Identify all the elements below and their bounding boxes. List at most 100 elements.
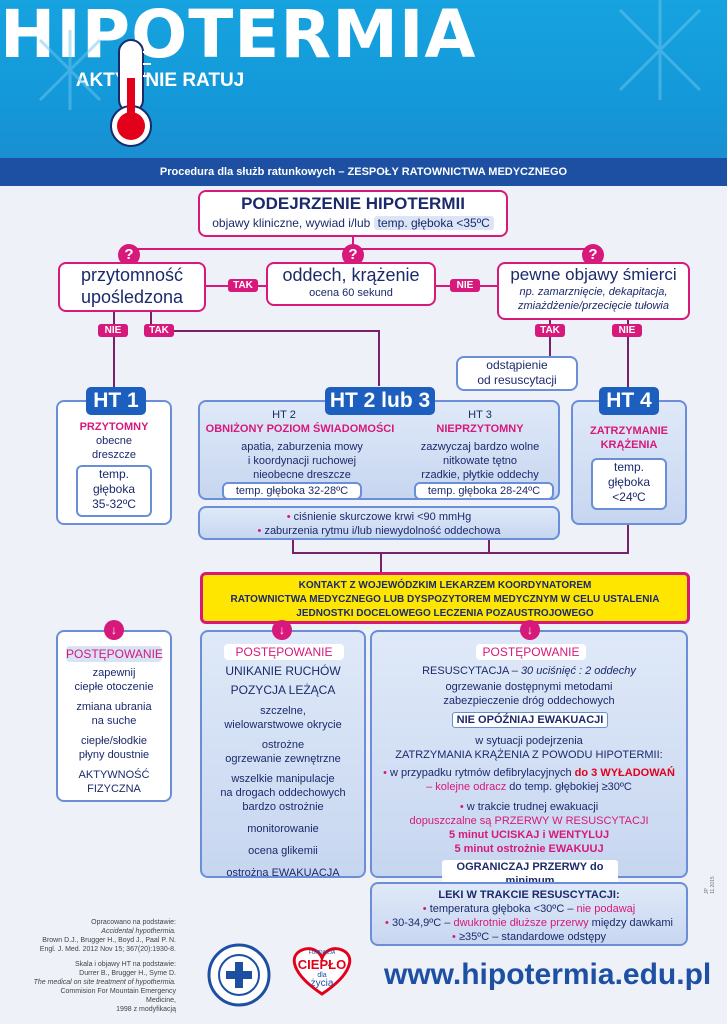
ht2-status: OBNIŻONY POZIOM ŚWIADOMOŚCI [205, 423, 395, 435]
question-icon: ? [342, 244, 364, 266]
snowflake-decoration-icon [38, 0, 702, 110]
page-subtitle: AKTYWNIE RATUJ [75, 70, 245, 91]
tak-tag: TAK [535, 324, 565, 337]
no-resuscitation-box: odstąpienie od resuscytacji [456, 356, 578, 391]
no-resus-line2: od resuscytacji [477, 373, 557, 387]
scale-title: Skala i objawy HT na podstawie: [74, 961, 176, 968]
ht4-label: HT 4 [599, 387, 659, 415]
proc2-item: ocena glikemii [248, 845, 318, 857]
contact-line1: KONTAKT Z WOJEWÓDZKIM LEKARZEM KOORDYNAT… [298, 580, 592, 591]
scale-3: Commision For Mountain Emergency Medicin… [60, 988, 176, 1004]
ht4-temp2: głęboka [607, 475, 651, 489]
scale-1: Durrer B., Brugger H., Syme D. [79, 970, 176, 977]
proc1-item: zmiana ubrania [76, 701, 152, 713]
connector-line [113, 312, 115, 388]
ht3-desc3: rzadkie, płytkie oddechy [421, 469, 539, 481]
defib-a: w przypadku rytmów defibrylacyjnych [390, 767, 572, 779]
proc1-item: płyny doustnie [78, 749, 150, 761]
ht23-label: HT 2 lub 3 [325, 387, 435, 415]
defib-d: do temp. głębokiej ≥30ºC [509, 781, 632, 793]
resus-label: RESUSCYTACJA – [422, 665, 518, 677]
ht2-temp: temp. głęboka 32-28ºC [222, 482, 362, 500]
ht1-status: PRZYTOMNY [79, 421, 149, 433]
warm1: ogrzewanie dostępnymi metodami [445, 681, 613, 693]
drugs-l2a: 30-34,9ºC – [391, 917, 451, 929]
arrow-down-icon: ↓ [520, 620, 540, 640]
procedure-bar: Procedura dla służb ratunkowych – ZESPOŁ… [0, 158, 727, 186]
website-link[interactable]: www.hipotermia.edu.pl [384, 958, 712, 991]
ht2-label: HT 2 [272, 409, 296, 421]
drugs-title: LEKI W TRAKCIE RESUSCYTACJI: [438, 889, 620, 901]
connector-line [488, 540, 490, 554]
ht1-desc1: obecne [95, 435, 133, 447]
src-3: Engl. J. Med. 2012 Nov 15; 367(20):1930-… [39, 946, 176, 953]
ht4-status1: ZATRZYMANIE [589, 425, 668, 437]
src-2: Brown D.J., Brugger H., Boyd J., Paal P.… [42, 937, 176, 944]
suspicion-title: PODEJRZENIE HIPOTERMII [241, 194, 465, 213]
question-icon: ? [118, 244, 140, 266]
breathing-question: oddech, krążenie ocena 60 sekund [266, 262, 436, 306]
proc2-item: POZYCJA LEŻĄCA [230, 683, 336, 697]
nie-tag: NIE [98, 324, 128, 337]
connector-line [150, 330, 380, 332]
ht4-box: ZATRZYMANIE KRĄŻENIA temp. głęboka <24ºC [571, 400, 687, 525]
tak-tag: TAK [228, 279, 258, 292]
arrest2: ZATRZYMANIA KRĄŻENIA Z POWODU HIPOTERMII… [395, 749, 663, 761]
side-code: JP 11.2015 [704, 876, 716, 894]
risk-factors-box: • ciśnienie skurczowe krwi <90 mmHg • za… [198, 506, 560, 540]
evac3: 5 minut UCISKAJ i WENTYLUJ [448, 829, 610, 841]
drugs-l2b: dwukrotnie dłuższe przerwy [453, 917, 589, 929]
suspicion-box: PODEJRZENIE HIPOTERMII objawy kliniczne,… [198, 190, 508, 237]
procedure-header: POSTĘPOWANIE [476, 644, 586, 660]
nie-tag: NIE [450, 279, 480, 292]
question-icon: ? [582, 244, 604, 266]
proc2-item: wszelkie manipulacje [231, 773, 335, 785]
procedure-ht2: POSTĘPOWANIE UNIKANIE RUCHÓW POZYCJA LEŻ… [200, 630, 366, 879]
proc1-item: na suche [91, 715, 137, 727]
resus-ratio: 30 uciśnięć : 2 oddechy [520, 665, 636, 677]
ht1-label: HT 1 [86, 387, 146, 415]
proc2-item: UNIKANIE RUCHÓW [225, 664, 341, 678]
ht1-desc2: dreszcze [91, 449, 137, 461]
risk-2: zaburzenia rytmu i/lub niewydolność odde… [264, 525, 501, 537]
proc2-item: szczelne, [260, 705, 306, 717]
no-resus-line1: odstąpienie [486, 358, 548, 372]
ht1-temp2: głęboka [92, 482, 136, 496]
ht4-temp3: <24ºC [612, 490, 646, 504]
proc1-item: AKTYWNOŚĆ [78, 769, 150, 781]
nie-tag: NIE [612, 324, 642, 337]
proc2-item: ostrożna EWAKUACJA [226, 867, 340, 879]
death-title: pewne objawy śmierci [510, 265, 677, 284]
drugs-l1a: temperatura głęboka <30ºC – [429, 903, 574, 915]
connector-line [549, 320, 551, 356]
procedure-ht1: POSTĘPOWANIE zapewnij ciepłe otoczenie z… [56, 630, 172, 802]
connector-line [150, 312, 152, 332]
connector-line [380, 552, 382, 572]
scale-4: 1998 z modyfikacją [116, 1006, 176, 1013]
ht3-desc1: zazwyczaj bardzo wolne [420, 441, 540, 453]
ht2-desc3: nieobecne dreszcze [253, 469, 351, 481]
defib-b: do 3 WYŁADOWAŃ [574, 767, 675, 779]
ht23-box: HT 2 OBNIŻONY POZIOM ŚWIADOMOŚCI apatia,… [198, 400, 560, 500]
ht3-temp: temp. głęboka 28-24ºC [414, 482, 554, 500]
thermometer-icon [105, 38, 157, 148]
drugs-l1b: nie podawaj [576, 903, 636, 915]
breathing-sub: ocena 60 sekund [309, 287, 393, 299]
ht2-desc1: apatia, zaburzenia mowy [241, 441, 363, 453]
defib-c: – kolejne odracz [426, 781, 507, 793]
ht1-temp1: temp. [98, 467, 129, 481]
death-sub2: zmiażdżenie/przecięcie tułowia [517, 300, 669, 312]
sources: Opracowano na podstawie: Accidental hypo… [30, 918, 176, 1014]
scale-2: The medical on site treatment of hypothe… [33, 979, 176, 986]
evac4: 5 minut ostrożnie EWAKUUJ [454, 843, 604, 855]
cieplo-dla-zycia-logo: FUNDACJA CIEPŁO dla życia [282, 942, 362, 998]
centrum-logo [206, 942, 272, 1008]
contact-line3: JEDNOSTKI DOCELOWEGO LECZENIA POZAUSTROJ… [296, 608, 594, 619]
evac2: dopuszczalne są PRZERWY W RESUSCYTACJI [409, 815, 649, 827]
proc2-item: monitorowanie [247, 823, 319, 835]
drugs-box: LEKI W TRAKCIE RESUSCYTACJI: • temperatu… [370, 882, 688, 946]
contact-box: KONTAKT Z WOJEWÓDZKIM LEKARZEM KOORDYNAT… [200, 572, 690, 624]
connector-line [627, 320, 629, 388]
procedure-header: POSTĘPOWANIE [66, 646, 163, 662]
arrest1: w sytuacji podejrzenia [475, 735, 583, 747]
